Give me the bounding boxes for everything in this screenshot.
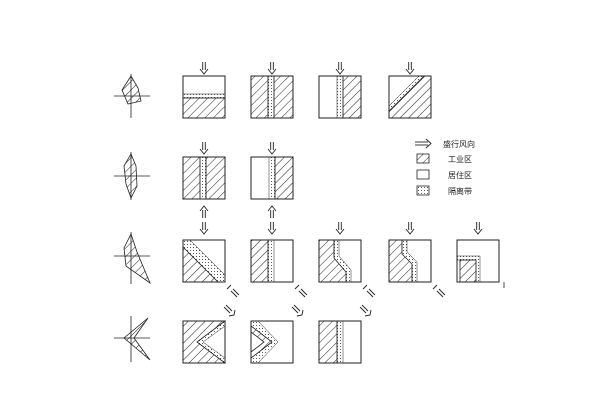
zoning-panel — [250, 61, 294, 119]
wind-direction-icon — [405, 61, 415, 75]
buffer-swatch — [416, 185, 430, 196]
wind-direction-icon — [267, 205, 277, 219]
zoning-panel — [250, 304, 304, 364]
wind-direction-icon — [335, 221, 345, 235]
legend: 盛行风向 工业区 居住区 隔离带 — [415, 138, 475, 196]
legend-label: 隔离带 — [448, 186, 472, 196]
zoning-panel — [318, 221, 376, 298]
legend-item-industrial: 工业区 — [416, 153, 472, 164]
wind-direction-icon — [359, 304, 372, 317]
wind-rose-icon — [114, 74, 150, 118]
wind-direction-icon — [223, 304, 236, 317]
legend-item-residential: 居住区 — [416, 169, 472, 180]
residential-swatch — [416, 169, 430, 180]
zoning-panel — [318, 61, 362, 119]
zoning-panel — [388, 221, 446, 298]
zoning-panel — [456, 221, 505, 288]
legend-label: 盛行风向 — [443, 139, 475, 149]
wind-direction-icon — [226, 284, 240, 298]
zoning-panel — [182, 304, 236, 364]
industrial-swatch — [416, 153, 430, 164]
legend-label: 工业区 — [448, 154, 472, 164]
wind-direction-icon — [291, 304, 304, 317]
zoning-panel — [388, 61, 432, 119]
double-arrow-icon — [415, 138, 432, 149]
wind-direction-icon — [267, 141, 277, 155]
wind-rose-icon — [114, 152, 150, 200]
wind-direction-icon — [267, 61, 277, 75]
wind-direction-icon — [199, 61, 209, 75]
wind-rose-icon — [114, 232, 151, 285]
wind-direction-icon — [199, 221, 209, 235]
wind-direction-icon — [473, 221, 483, 235]
legend-item-buffer: 隔离带 — [416, 185, 472, 196]
zoning-panel — [250, 221, 308, 298]
legend-label: 居住区 — [448, 170, 472, 180]
wind-rose-icon — [114, 316, 151, 362]
zoning-panel — [182, 141, 226, 219]
wind-direction-icon — [335, 61, 345, 75]
zoning-panel — [182, 221, 240, 298]
legend-item-wind: 盛行风向 — [415, 138, 475, 149]
wind-direction-icon — [199, 205, 209, 219]
wind-direction-icon — [362, 284, 376, 298]
zoning-panel — [182, 61, 226, 119]
wind-direction-icon — [199, 141, 209, 155]
zoning-panel — [318, 304, 372, 364]
zoning-panel — [250, 141, 294, 219]
wind-direction-icon — [405, 221, 415, 235]
wind-direction-icon — [432, 284, 446, 298]
wind-direction-icon — [294, 284, 308, 298]
wind-direction-icon — [267, 221, 277, 235]
